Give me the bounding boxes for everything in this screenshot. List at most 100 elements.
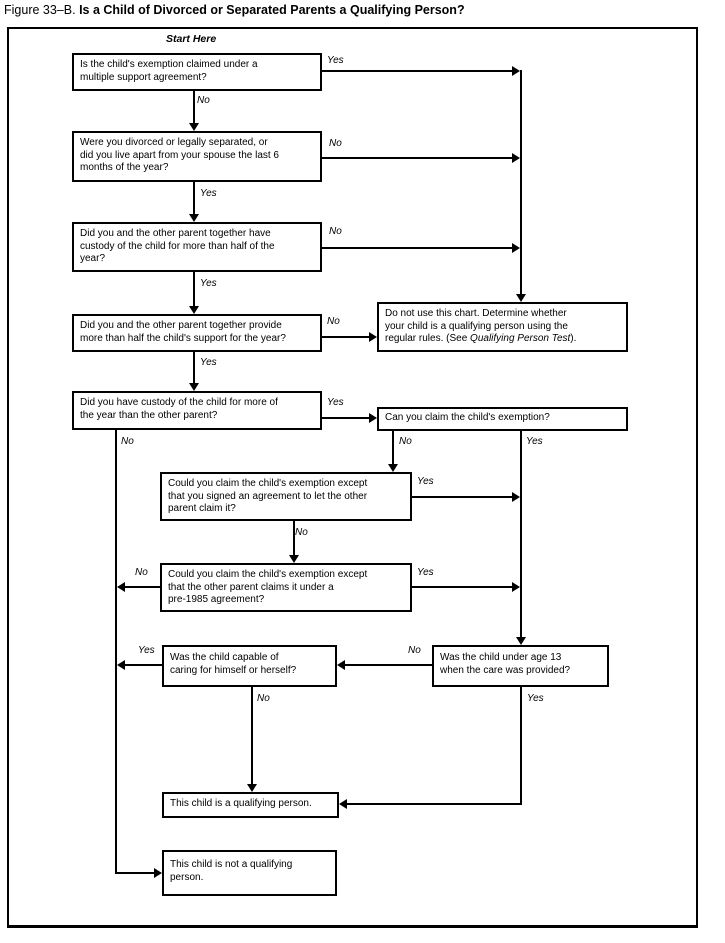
question-text-line: Did you and the other parent together pr… — [80, 320, 282, 331]
question-text-line: Can you claim the child's exemption? — [385, 412, 550, 423]
arrowhead-down-icon — [189, 214, 199, 222]
question-text-line: months of the year? — [80, 162, 169, 173]
question-text-line: parent claim it? — [168, 503, 236, 514]
question-text-line: the year than the other parent? — [80, 409, 218, 421]
connector-no-more-custody-left-main — [115, 430, 117, 874]
branch-label-yes: Yes — [417, 567, 434, 578]
branch-label-no: No — [399, 436, 412, 447]
branch-label-yes: Yes — [526, 436, 543, 447]
arrowhead-down-icon — [189, 123, 199, 131]
arrowhead-right-icon — [512, 66, 520, 76]
arrowhead-right-icon — [512, 582, 520, 592]
connector-yes-more-custody — [322, 417, 369, 419]
connector-yes-claim-exemption — [520, 431, 522, 637]
connector-yes-joint-custody — [193, 272, 195, 306]
connector-no-multiple-support — [193, 91, 195, 123]
question-box-under-age-13: Was the child under age 13 when the care… — [432, 645, 609, 687]
connector-yes-divorced-separated — [193, 182, 195, 214]
connector-no-claim-exemption — [392, 431, 394, 464]
branch-label-yes: Yes — [327, 397, 344, 408]
arrowhead-right-icon — [512, 492, 520, 502]
question-text-line: Could you claim the child's exemption ex… — [168, 569, 368, 580]
question-box-joint-custody: Did you and the other parent together ha… — [72, 222, 322, 272]
question-box-capable-of-care: Was the child capable of caring for hims… — [162, 645, 337, 687]
question-text-line: Is the child's exemption claimed under a — [80, 59, 258, 70]
connector-right-main-top — [520, 70, 522, 294]
arrowhead-down-icon — [289, 555, 299, 563]
connector-yes-joint-support — [193, 352, 195, 383]
question-text-line: Did you and the other parent together ha… — [80, 228, 271, 239]
question-text-line: Did you have custody of the child for mo… — [80, 397, 278, 408]
connector-yes-capable-care — [125, 664, 162, 666]
connector-no-divorced-separated — [322, 157, 512, 159]
arrowhead-right-icon — [369, 413, 377, 423]
result-text-line: person. — [170, 871, 204, 883]
question-text-line: Were you divorced or legally separated, … — [80, 137, 268, 148]
question-box-joint-support: Did you and the other parent together pr… — [72, 314, 322, 352]
question-box-signed-agreement: Could you claim the child's exemption ex… — [160, 472, 412, 521]
arrowhead-down-icon — [247, 784, 257, 792]
question-text-line: Could you claim the child's exemption ex… — [168, 478, 368, 489]
connector-into-qualifying-box — [347, 803, 522, 805]
question-text-line: when the care was provided? — [440, 664, 571, 676]
connector-into-not-qualifying-box — [115, 872, 154, 874]
branch-label-yes: Yes — [417, 476, 434, 487]
flowchart-frame — [7, 27, 698, 928]
result-text-line: This child is not a qualifying — [170, 859, 293, 870]
branch-label-no: No — [197, 95, 210, 106]
question-text-line: multiple support agreement? — [80, 71, 207, 83]
arrowhead-down-icon — [388, 464, 398, 472]
question-text-line: did you live apart from your spouse the … — [80, 149, 279, 161]
branch-label-yes: Yes — [138, 645, 155, 656]
qualifying-person-test-reference: Qualifying Person Test — [470, 333, 571, 344]
arrowhead-down-icon — [516, 637, 526, 645]
question-text-line: pre-1985 agreement? — [168, 594, 265, 605]
question-text-line: more than half the child's support for t… — [80, 332, 286, 344]
question-box-pre-1985-agreement: Could you claim the child's exemption ex… — [160, 563, 412, 612]
arrowhead-left-icon — [117, 582, 125, 592]
question-box-more-custody: Did you have custody of the child for mo… — [72, 391, 322, 430]
arrowhead-left-icon — [117, 660, 125, 670]
result-text-line: Do not use this chart. Determine whether — [385, 308, 567, 319]
branch-label-yes: Yes — [200, 357, 217, 368]
question-text-line: caring for himself or herself? — [170, 664, 297, 676]
figure-title-text: Is a Child of Divorced or Separated Pare… — [79, 3, 465, 17]
branch-label-no: No — [329, 226, 342, 237]
question-text-line: that you signed an agreement to let the … — [168, 490, 368, 502]
question-text-line: that the other parent claims it under a — [168, 581, 334, 593]
branch-label-no: No — [329, 138, 342, 149]
connector-no-signed-agreement — [293, 521, 295, 555]
result-text-segment: ). — [570, 333, 577, 344]
connector-yes-pre-1985 — [412, 586, 512, 588]
result-box-qualifying-person: This child is a qualifying person. — [162, 792, 339, 818]
branch-label-yes: Yes — [200, 278, 217, 289]
branch-label-no: No — [121, 436, 134, 447]
branch-label-no: No — [135, 567, 148, 578]
result-text-segment: regular rules. (See — [385, 333, 471, 344]
arrowhead-down-icon — [189, 306, 199, 314]
connector-no-under-age-13 — [345, 664, 432, 666]
arrowhead-right-icon — [154, 868, 162, 878]
result-text-line: This child is a qualifying person. — [170, 798, 312, 809]
result-text-line: regular rules. (See Qualifying Person Te… — [385, 333, 620, 346]
question-box-divorced-separated: Were you divorced or legally separated, … — [72, 131, 322, 182]
result-text-line: your child is a qualifying person using … — [385, 320, 568, 332]
branch-label-yes: Yes — [327, 55, 344, 66]
connector-yes-signed-agreement — [412, 496, 512, 498]
result-box-do-not-use-chart: Do not use this chart. Determine whether… — [377, 302, 628, 352]
question-text-line: custody of the child for more than half … — [80, 240, 275, 252]
question-text-line: Was the child under age 13 — [440, 652, 562, 663]
arrowhead-right-icon — [512, 243, 520, 253]
arrowhead-right-icon — [369, 332, 377, 342]
branch-label-no: No — [408, 645, 421, 656]
question-text-line: year? — [80, 253, 106, 264]
branch-label-no: No — [295, 527, 308, 538]
arrowhead-down-icon — [189, 383, 199, 391]
figure-title: Figure 33–B. Is a Child of Divorced or S… — [4, 3, 465, 17]
branch-label-yes: Yes — [200, 188, 217, 199]
arrowhead-right-icon — [512, 153, 520, 163]
arrowhead-down-icon — [516, 294, 526, 302]
branch-label-yes: Yes — [527, 693, 544, 704]
connector-no-joint-custody — [322, 247, 512, 249]
